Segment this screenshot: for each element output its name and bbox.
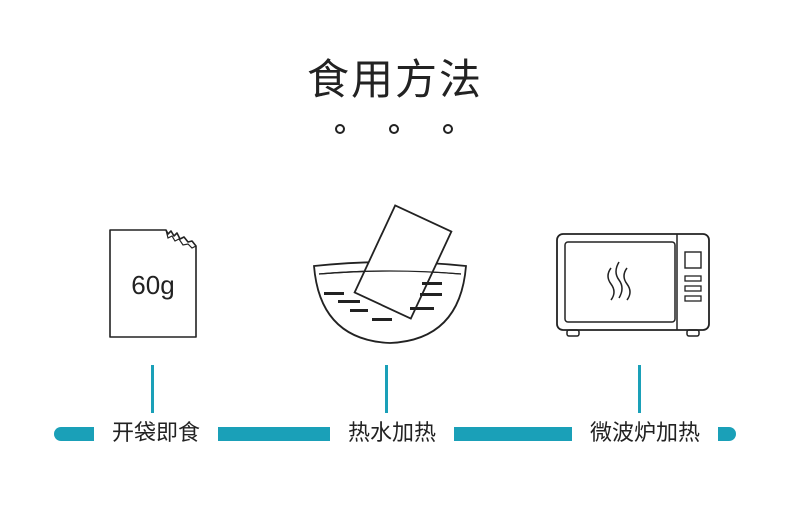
hot-water-bowl-icon [310, 200, 470, 354]
dot-icon [443, 124, 453, 134]
microwave-icon [555, 232, 715, 346]
connector-line [385, 365, 388, 413]
step-label-microwave: 微波炉加热 [572, 418, 718, 450]
pouch-weight-label: 60g [131, 270, 174, 300]
connector-line [638, 365, 641, 413]
connector-line [151, 365, 154, 413]
food-pouch-icon: 60g [108, 226, 198, 345]
decorative-dots [0, 124, 790, 140]
dot-icon [335, 124, 345, 134]
step-label-hot-water: 热水加热 [330, 418, 454, 450]
dot-icon [389, 124, 399, 134]
page-title: 食用方法 [306, 55, 483, 104]
step-label-open-and-eat: 开袋即食 [94, 418, 218, 450]
